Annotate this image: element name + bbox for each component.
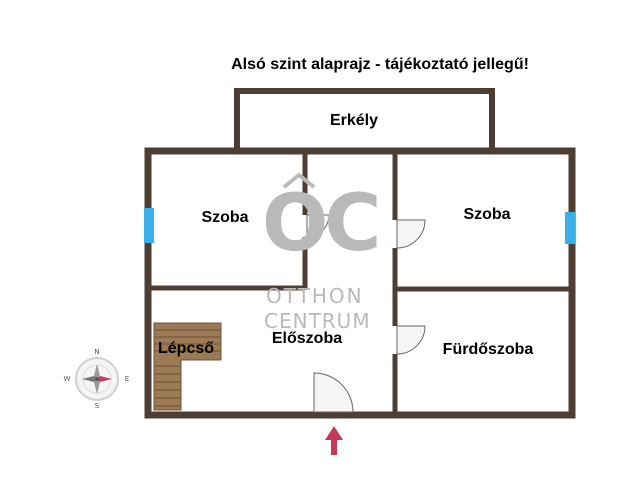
watermark-monogram: OC <box>262 179 382 269</box>
room-label-balcony: Erkély <box>329 112 379 129</box>
balcony <box>234 88 495 150</box>
room-label-room-right: Szoba <box>463 206 511 223</box>
staircase <box>153 322 222 411</box>
outer-wall <box>144 147 576 419</box>
watermark-line2: CENTRUM <box>264 309 371 333</box>
watermark-line1: OTTHON <box>266 284 364 308</box>
compass-letter-w: W <box>63 375 71 383</box>
door-room-left <box>306 214 330 238</box>
room-label-room-left: Szoba <box>201 209 249 226</box>
door-entrance <box>313 372 354 413</box>
window-left <box>144 208 154 243</box>
compass-letter-e: E <box>124 375 130 383</box>
compass-letter-s: S <box>94 402 100 410</box>
watermark-roof <box>282 172 316 189</box>
compass-icon <box>75 357 119 401</box>
room-label-bathroom: Fürdőszoba <box>442 341 534 358</box>
room-label-hall: Előszoba <box>271 330 343 347</box>
door-room-right <box>396 219 426 249</box>
entrance-arrow-icon <box>325 426 343 455</box>
interior-walls <box>150 151 570 412</box>
room-label-stairs: Lépcső <box>157 340 215 357</box>
compass-letter-n: N <box>94 348 100 356</box>
window-right <box>565 212 575 244</box>
door-bathroom <box>396 325 426 355</box>
page-title: Alsó szint alaprajz - tájékoztató jelleg… <box>231 56 529 73</box>
